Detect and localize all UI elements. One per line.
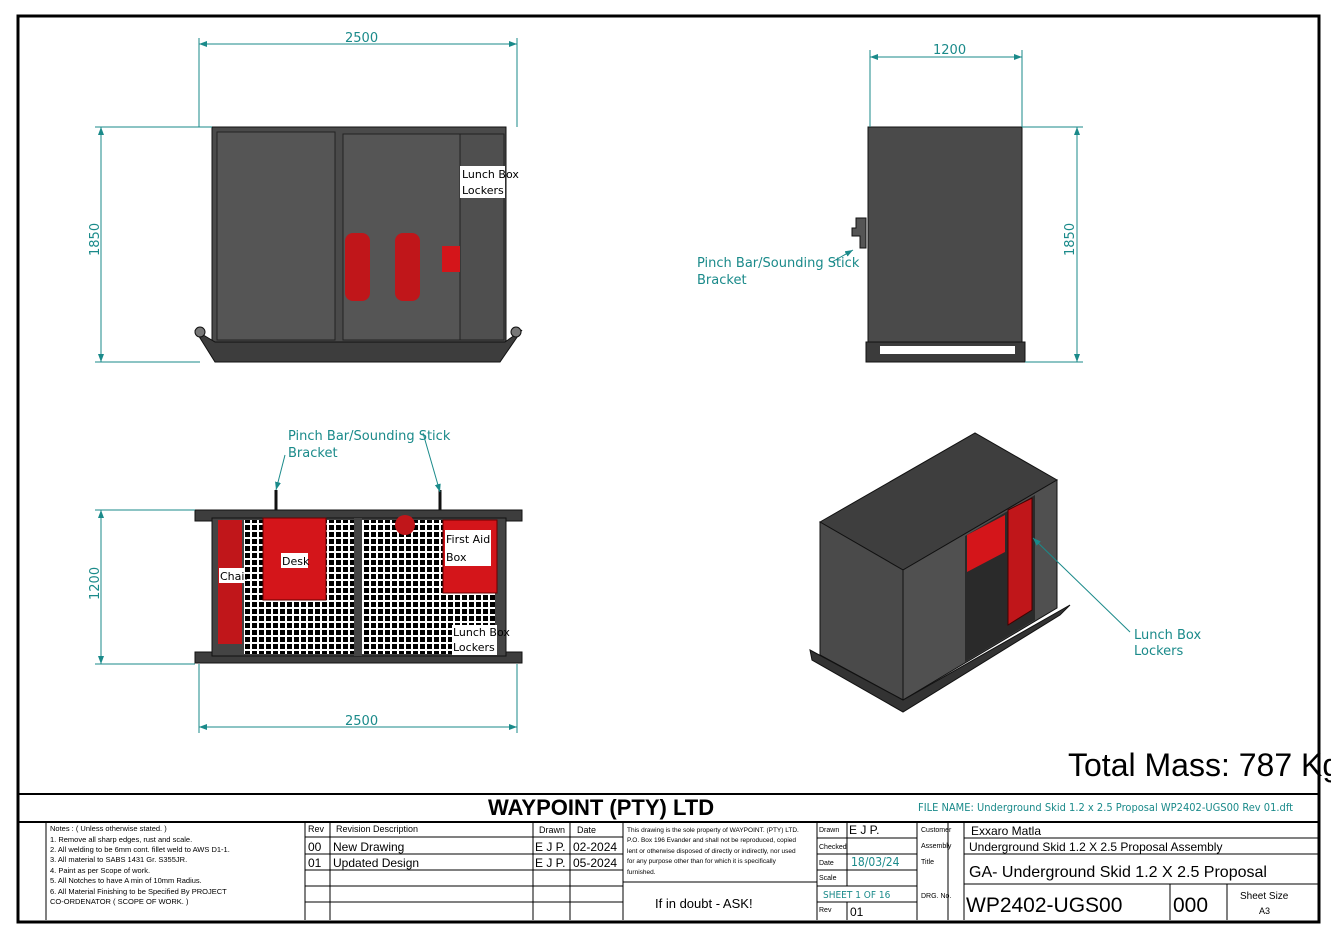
- title-value: GA- Underground Skid 1.2 X 2.5 Proposal: [969, 864, 1267, 881]
- drawn-value: E J P.: [849, 823, 879, 837]
- label-lunch-box: Lunch Box: [453, 626, 510, 639]
- drawing-number: WP2402-UGS00: [966, 894, 1122, 917]
- drawn-header: Drawn: [539, 825, 565, 835]
- note-line: CO-ORDENATOR ( SCOPE OF WORK. ): [50, 897, 189, 906]
- note-line: 3. All material to SABS 1431 Gr. S355JR.: [50, 855, 187, 864]
- description-header: Revision Description: [336, 824, 418, 834]
- if-in-doubt: If in doubt - ASK!: [655, 896, 753, 911]
- isometric-view: Lunch Box Lockers: [809, 432, 1201, 713]
- label-bracket: Bracket: [697, 273, 747, 288]
- dim-front-width: 2500: [345, 31, 378, 46]
- rev-label: Rev: [819, 907, 832, 914]
- dim-top-width: 2500: [345, 714, 378, 729]
- dim-top-depth: 1200: [88, 567, 103, 600]
- revision-date: 02-2024: [573, 840, 617, 854]
- total-mass: Total Mass: 787 Kg: [1068, 747, 1331, 783]
- note-line: 5. All Notches to have A min of 10mm Rad…: [50, 876, 202, 885]
- scale-label: Scale: [819, 875, 837, 882]
- rev-value: 01: [850, 905, 864, 919]
- sheet-number: SHEET 1 OF 16: [823, 890, 891, 901]
- note-line: 4. Paint as per Scope of work.: [50, 866, 150, 875]
- file-name: FILE NAME: Underground Skid 1.2 x 2.5 Pr…: [918, 801, 1293, 814]
- sheet-size-value: A3: [1259, 906, 1270, 916]
- date-value: 18/03/24: [851, 855, 900, 869]
- drawing-number-suffix: 000: [1173, 894, 1208, 917]
- drg-label: DRG. No.: [921, 893, 951, 900]
- property-notice-line: This drawing is the sole property of WAY…: [627, 827, 799, 834]
- title-block: WAYPOINT (PTY) LTD FILE NAME: Undergroun…: [18, 793, 1319, 920]
- dim-side-width: 1200: [933, 43, 966, 58]
- revision-description: Updated Design: [333, 856, 419, 870]
- label-lunch-box: Lunch Box: [462, 168, 519, 181]
- revision-rev: 00: [308, 840, 322, 854]
- property-notice-line: for any purpose other than for which it …: [627, 858, 777, 865]
- fire-extinguisher-icon: [395, 233, 420, 301]
- revision-drawn: E J P.: [535, 840, 565, 854]
- front-view: Lunch Box Lockers 2500 1850: [88, 31, 523, 363]
- label-lockers: Lockers: [1134, 644, 1184, 659]
- note-line: 1. Remove all sharp edges, rust and scal…: [50, 835, 192, 844]
- label-first-aid: First Aid: [446, 533, 490, 546]
- label-pinch-bar: Pinch Bar/Sounding Stick: [697, 256, 860, 271]
- sheet-size-label: Sheet Size: [1240, 891, 1289, 902]
- customer-label: Customer: [921, 827, 952, 834]
- assembly-value: Underground Skid 1.2 X 2.5 Proposal Asse…: [969, 840, 1222, 854]
- checked-label: Checked: [819, 844, 847, 851]
- assembly-label: Assembly: [921, 843, 952, 850]
- company-name: WAYPOINT (PTY) LTD: [488, 795, 714, 820]
- label-pinch-bar: Pinch Bar/Sounding Stick: [288, 429, 451, 444]
- title-label: Title: [921, 859, 934, 866]
- label-lockers: Lockers: [453, 641, 495, 654]
- side-view: 1200 1850 Pinch Bar/Sounding Stick Brack…: [697, 43, 1083, 363]
- label-desk: Desk: [282, 555, 310, 568]
- label-box: Box: [446, 551, 467, 564]
- revision-description: New Drawing: [333, 840, 404, 854]
- date-label: Date: [819, 860, 834, 867]
- note-line: Notes : ( Unless otherwise stated. ): [50, 824, 167, 833]
- property-notice-line: P.O. Box 196 Evander and shall not be re…: [627, 837, 796, 844]
- note-line: 6. All Material Finishing to be Specifie…: [50, 887, 227, 896]
- drawn-label: Drawn: [819, 827, 839, 834]
- property-notice-line: lent or otherwise disposed of directly o…: [627, 848, 796, 855]
- top-view: Chair Desk First Aid Box Lunch Box Locke…: [88, 429, 523, 733]
- sheet-border: [16, 14, 1321, 924]
- rev-header: Rev: [308, 824, 325, 834]
- property-notice-line: furnished.: [627, 869, 656, 876]
- revision-drawn: E J P.: [535, 856, 565, 870]
- label-lunch-box: Lunch Box: [1134, 628, 1201, 643]
- dim-side-height: 1850: [1063, 223, 1078, 256]
- revision-rev: 01: [308, 856, 322, 870]
- label-lockers: Lockers: [462, 184, 504, 197]
- dim-front-height: 1850: [88, 223, 103, 256]
- note-line: 2. All welding to be 6mm cont. fillet we…: [50, 845, 230, 854]
- customer-value: Exxaro Matla: [971, 824, 1041, 838]
- fire-extinguisher-icon: [345, 233, 370, 301]
- label-chair: Chair: [220, 570, 249, 583]
- date-header: Date: [577, 825, 596, 835]
- revision-date: 05-2024: [573, 856, 617, 870]
- label-bracket: Bracket: [288, 446, 338, 461]
